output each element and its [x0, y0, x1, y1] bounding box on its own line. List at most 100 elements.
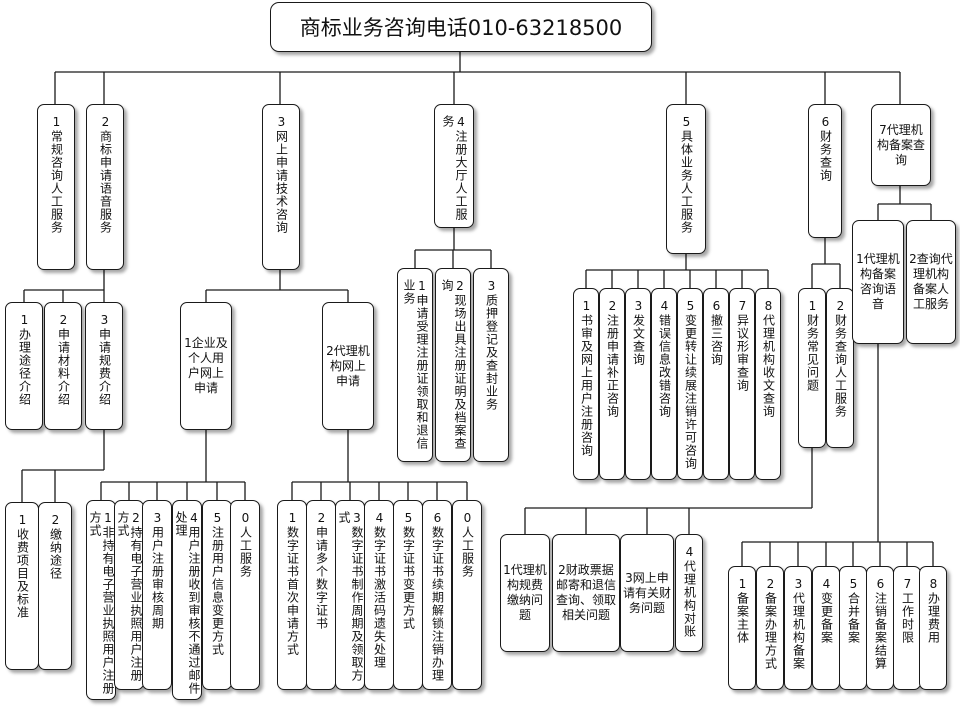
node-c5e: 5变更转让续展注销许可咨询	[677, 288, 703, 480]
node-c5f: 6撤三咨询	[703, 288, 729, 480]
node-label: 4注册大厅人工服务	[441, 115, 468, 221]
node-c7a7: 7工作时限	[893, 566, 921, 690]
node-label: 3网上申请技术咨询	[274, 115, 289, 234]
node-c3b5: 5数字证书变更方式	[393, 500, 423, 690]
node-label: 1备案主体	[735, 577, 750, 644]
node-label: 2商标申请语音服务	[98, 115, 113, 234]
node-c6: 6财务查询	[808, 104, 842, 238]
node-label: 4代理机构对账	[682, 545, 697, 638]
node-label: 1非持有电子营业执照用户注册方式	[88, 511, 115, 695]
node-c3a6: 0人工服务	[230, 500, 260, 690]
node-c4c: 3质押登记及查封业务	[473, 268, 509, 462]
node-label: 3发文查询	[631, 299, 646, 366]
node-c4a: 1申请受理注册证领取和退信业务	[397, 268, 433, 462]
node-c3a5: 5注册用户信息变更方式	[202, 500, 232, 690]
node-label: 1办理途径介绍	[17, 313, 32, 406]
node-label: 2财政票据邮寄和退信查询、领取相关问题	[555, 563, 616, 622]
node-c7a3: 3代理机构备案	[784, 566, 812, 690]
node-c3a: 1企业及个人用户网上申请	[180, 302, 232, 430]
node-label: 1常规咨询人工服务	[49, 115, 64, 234]
node-c7a: 1代理机构备案咨询语音	[852, 220, 904, 344]
node-c4: 4注册大厅人工服务	[434, 104, 474, 228]
node-c5d: 4错误信息改错咨询	[651, 288, 677, 480]
node-label: 3质押登记及查封业务	[484, 279, 499, 411]
node-label: 5数字证书变更方式	[401, 511, 416, 630]
node-label: 4变更备案	[819, 577, 834, 644]
node-c3a4: 4用户注册收到审核不通过邮件处理	[172, 500, 202, 700]
node-c5g: 7异议形审查询	[729, 288, 755, 480]
node-label: 6注销备案结算	[873, 577, 888, 670]
node-label: 0人工服务	[460, 511, 475, 578]
node-c3a2: 2持有电子营业执照用户注册方式	[114, 500, 144, 690]
node-c6a3: 3网上申请有关财务问题	[620, 534, 674, 652]
node-c7a8: 8办理费用	[919, 566, 947, 690]
node-c5c: 3发文查询	[625, 288, 651, 480]
node-c5: 5具体业务人工服务	[666, 104, 706, 254]
node-label: 2代理机构网上申请	[326, 343, 370, 388]
node-label: 2查询代理机构备案人工服务	[909, 252, 953, 311]
node-label: 1数字证书首次申请方式	[285, 511, 300, 656]
node-c3a1: 1非持有电子营业执照用户注册方式	[86, 500, 116, 700]
node-label: 6撤三咨询	[709, 299, 724, 366]
node-label: 2备案办理方式	[763, 577, 778, 670]
node-c7b: 2查询代理机构备案人工服务	[906, 220, 956, 344]
node-c7a6: 6注销备案结算	[866, 566, 894, 690]
node-label: 2持有电子营业执照用户注册方式	[116, 511, 143, 682]
node-label: 3数字证书制作周期及领取方式	[337, 511, 364, 682]
node-c3b1: 1数字证书首次申请方式	[277, 500, 307, 690]
node-c6a4: 4代理机构对账	[675, 534, 703, 652]
node-c2: 2商标申请语音服务	[86, 104, 124, 270]
node-label: 3代理机构备案	[791, 577, 806, 670]
node-label: 1企业及个人用户网上申请	[184, 336, 228, 395]
node-label: 4用户注册收到审核不通过邮件处理	[174, 511, 201, 695]
node-label: 7异议形审查询	[735, 299, 750, 392]
node-c5h: 8代理机构收文查询	[755, 288, 781, 480]
node-c3b: 2代理机构网上申请	[322, 302, 374, 430]
node-label: 1申请受理注册证领取和退信业务	[402, 279, 429, 450]
node-label: 3用户注册审核周期	[150, 511, 165, 630]
node-label: 2申请多个数字证书	[314, 511, 329, 630]
node-label: 2现场出具注册证明及档案查询	[440, 279, 467, 450]
node-c3b4: 4数字证书激活码遗失处理	[364, 500, 394, 690]
node-c2b: 2申请材料介绍	[44, 302, 82, 430]
node-label: 7代理机构备案查询	[876, 122, 925, 167]
node-c6a1: 1代理机构规费缴纳问题	[500, 534, 550, 652]
node-label: 5变更转让续展注销许可咨询	[683, 299, 698, 470]
node-c2c1: 1收费项目及标准	[5, 502, 39, 670]
node-c2a: 1办理途径介绍	[5, 302, 43, 430]
node-label: 1代理机构规费缴纳问题	[503, 563, 547, 622]
node-label: 5合并备案	[846, 577, 861, 644]
node-label: 4错误信息改错咨询	[657, 299, 672, 418]
node-c2c: 3申请规费介绍	[85, 302, 123, 430]
node-c7: 7代理机构备案查询	[871, 104, 931, 186]
node-label: 5具体业务人工服务	[679, 115, 694, 234]
node-label: 6数字证书续期解锁注销办理	[430, 511, 445, 682]
node-label: 1书审及网上用户注册咨询	[579, 299, 594, 457]
node-label: 5注册用户信息变更方式	[210, 511, 225, 656]
node-c3b7: 0人工服务	[452, 500, 482, 690]
node-c3: 3网上申请技术咨询	[262, 104, 300, 270]
node-label: 6财务查询	[818, 115, 833, 182]
node-c5b: 2注册申请补正咨询	[599, 288, 625, 480]
node-label: 7工作时限	[900, 577, 915, 644]
node-c3a3: 3用户注册审核周期	[142, 500, 172, 690]
node-label: 0人工服务	[238, 511, 253, 578]
node-label: 2财务查询人工服务	[833, 299, 848, 418]
node-c3b6: 6数字证书续期解锁注销办理	[422, 500, 452, 690]
node-label: 3申请规费介绍	[97, 313, 112, 406]
node-c6b: 2财务查询人工服务	[826, 288, 854, 448]
node-c4b: 2现场出具注册证明及档案查询	[435, 268, 471, 462]
node-label: 1财务常见问题	[805, 299, 820, 392]
node-c3b2: 2申请多个数字证书	[306, 500, 336, 690]
node-c3b3: 3数字证书制作周期及领取方式	[335, 500, 365, 690]
node-label: 8代理机构收文查询	[761, 299, 776, 418]
node-c7a1: 1备案主体	[728, 566, 756, 690]
diagram-title: 商标业务咨询电话010-63218500	[270, 2, 652, 52]
node-c7a4: 4变更备案	[812, 566, 840, 690]
node-label: 3网上申请有关财务问题	[623, 570, 672, 615]
node-label: 8办理费用	[926, 577, 941, 644]
node-label: 2申请材料介绍	[56, 313, 71, 406]
node-c2c2: 2缴纳途径	[38, 502, 72, 670]
